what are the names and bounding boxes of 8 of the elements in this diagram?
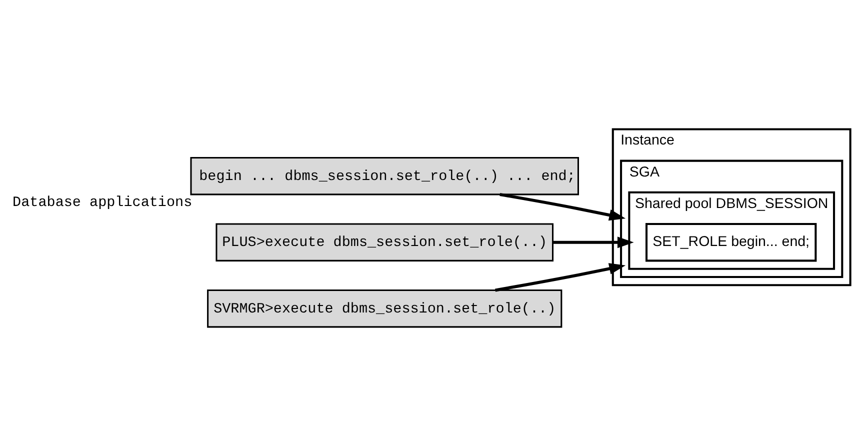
node-box: begin ... dbms_session.set_role(..) ... end; xyxy=(190,157,579,196)
arrow xyxy=(552,236,634,248)
arrow xyxy=(500,192,626,221)
node-box: PLUS>execute dbms_session.set_role(..) xyxy=(216,223,554,262)
node-box: SET_ROLE begin... end; xyxy=(646,222,817,262)
node-box: SVRMGR>execute dbms_session.set_role(..) xyxy=(207,289,562,328)
node-label: Database applications xyxy=(12,194,192,211)
arrow xyxy=(495,263,626,292)
